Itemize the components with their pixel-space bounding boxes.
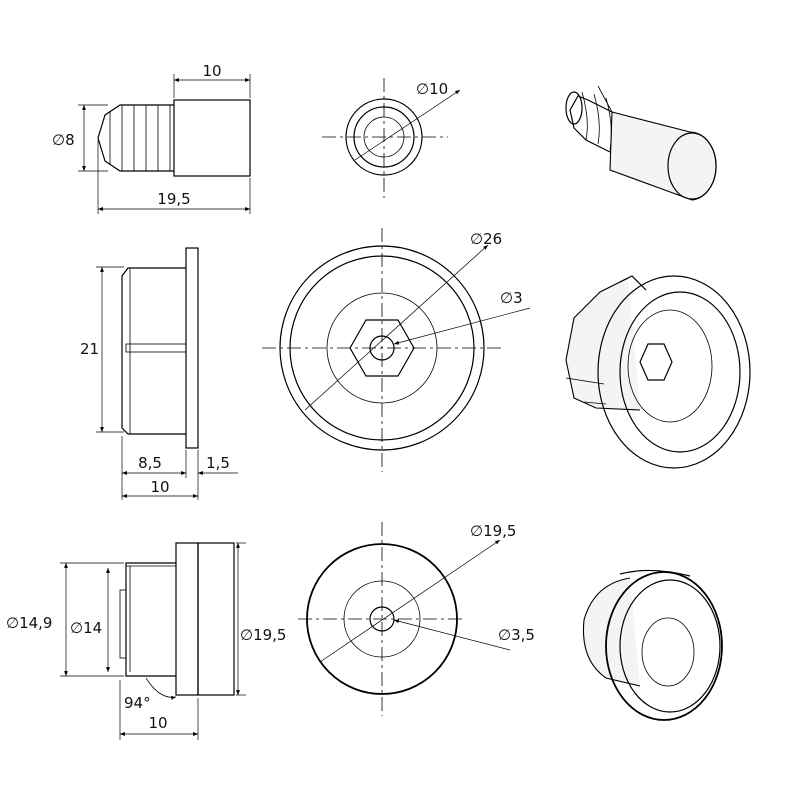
- dim-label-dia-3: ∅3: [500, 289, 523, 307]
- dimension-height-21: 21: [80, 266, 124, 433]
- dim-label-21: 21: [80, 340, 99, 358]
- dimension-length-19-5: 19,5: [97, 140, 251, 214]
- dim-label-10-b: 10: [150, 478, 169, 496]
- dim-label-dia-10: ∅10: [416, 80, 448, 98]
- dimension-dia-8: ∅8: [52, 104, 108, 172]
- dimension-width-10: 10: [173, 62, 251, 98]
- dim-label-dia-8: ∅8: [52, 131, 75, 149]
- plug-front-view: ∅19,5 ∅3,5: [298, 522, 535, 716]
- dim-label-dia-19-5-face: ∅19,5: [470, 522, 516, 540]
- cap-front-view: ∅26 ∅3: [262, 228, 531, 472]
- insert-front-view: ∅10: [322, 78, 461, 198]
- insert-3d-view: [565, 85, 717, 201]
- dim-label-1-5: 1,5: [206, 454, 230, 472]
- dim-label-dia-14-9: ∅14,9: [6, 614, 52, 632]
- dim-label-8-5: 8,5: [138, 454, 162, 472]
- dimension-dia-19-5: ∅19,5: [236, 542, 286, 696]
- plug-side-view: [119, 542, 235, 696]
- dim-label-dia-14: ∅14: [70, 619, 102, 637]
- dim-label-10: 10: [202, 62, 221, 80]
- dimension-depth-8-5: 8,5 1,5 10: [121, 436, 238, 500]
- dimension-angle-and-length: 94° 10: [119, 677, 199, 740]
- dim-label-19-5: 19,5: [157, 190, 190, 208]
- dim-label-dia-3-5: ∅3,5: [498, 626, 535, 644]
- cap-3d-view: [565, 275, 751, 469]
- insert-side-view: [97, 99, 251, 177]
- dim-label-10-c: 10: [148, 714, 167, 732]
- dimension-dia-14-9: ∅14,9 ∅14: [6, 562, 124, 677]
- cap-side-view: [121, 247, 199, 449]
- plug-3d-view: [582, 569, 723, 721]
- dim-label-dia-26: ∅26: [470, 230, 502, 248]
- dim-label-94-deg: 94°: [124, 694, 151, 712]
- dim-label-dia-19-5: ∅19,5: [240, 626, 286, 644]
